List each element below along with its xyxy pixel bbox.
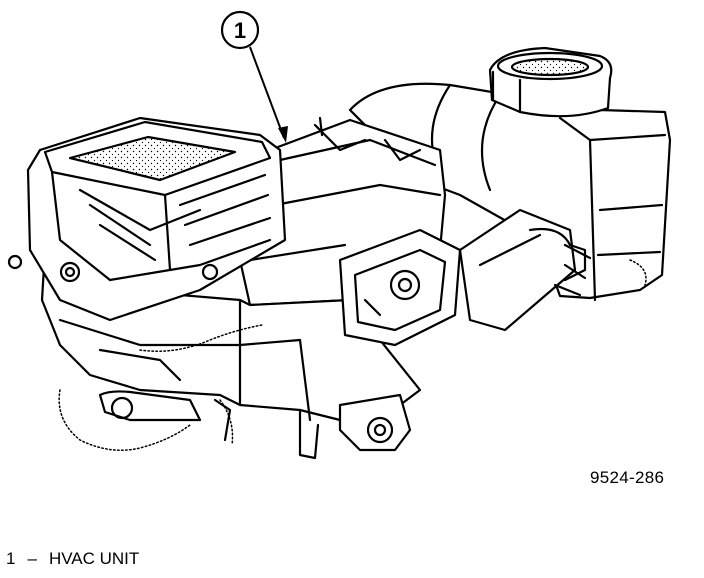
callout-circle	[220, 10, 260, 50]
figure-code: 9524-286	[590, 468, 665, 487]
legend-separator: –	[27, 549, 37, 568]
legend-number: 1	[6, 549, 16, 568]
callout-1: 1	[220, 10, 288, 143]
legend-label: HVAC UNIT	[48, 549, 140, 568]
callout-number: 1	[234, 18, 246, 43]
callout-leader	[249, 46, 285, 139]
hvac-unit-drawing	[7, 46, 672, 460]
callout-arrowhead	[278, 126, 288, 143]
legend: 1–HVAC UNIT	[6, 549, 139, 569]
